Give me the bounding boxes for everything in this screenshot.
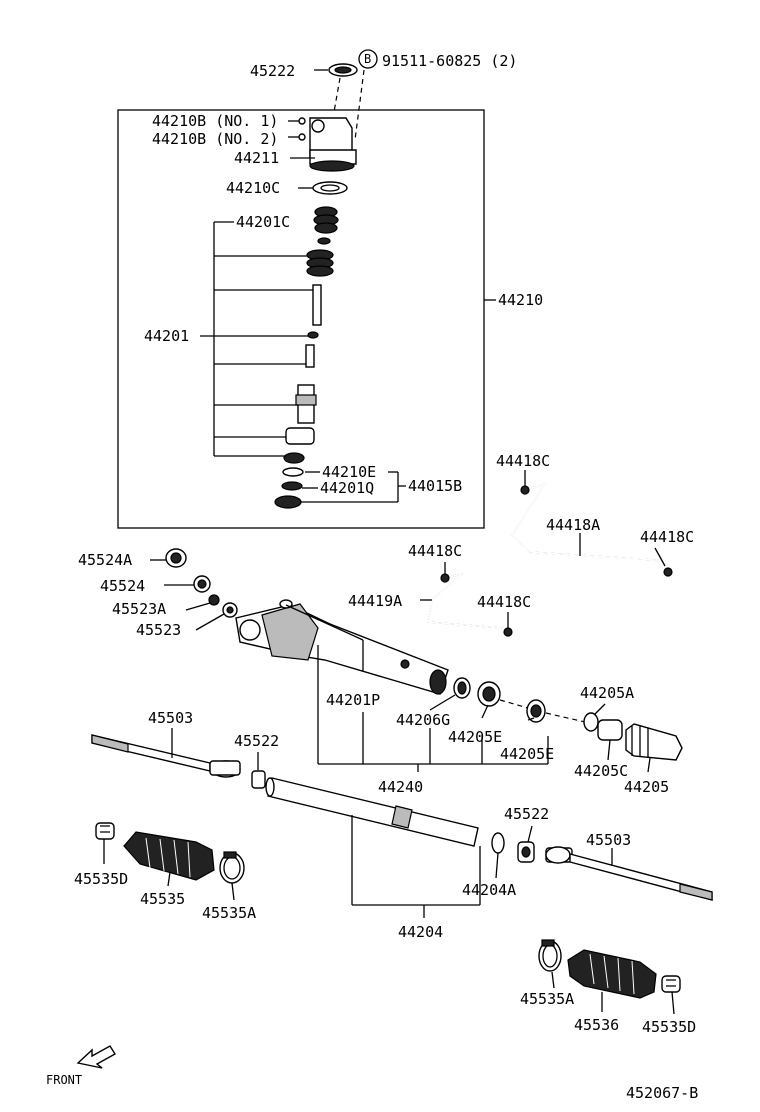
label-45222: 45222: [250, 62, 295, 80]
part-44204A[interactable]: [491, 832, 505, 854]
label-45524A: 45524A: [78, 551, 132, 569]
label-45524: 45524: [100, 577, 145, 595]
label-44418A: 44418A: [546, 516, 600, 534]
part-45535-left-boot[interactable]: [123, 831, 215, 881]
part-45503-left-tie-rod[interactable]: [91, 734, 241, 778]
label-44205E-a: 44205E: [448, 728, 502, 746]
label-front: FRONT: [46, 1073, 82, 1087]
label-bolt-circle: B: [364, 52, 371, 66]
label-44015B: 44015B: [408, 477, 462, 495]
label-44205A: 44205A: [580, 684, 634, 702]
label-44205E-b: 44205E: [500, 745, 554, 763]
label-44418C-low: 44418C: [477, 593, 531, 611]
part-44204-rack[interactable]: [265, 777, 479, 847]
label-45535A-right: 45535A: [520, 990, 574, 1008]
label-44240: 44240: [378, 778, 423, 796]
front-arrow-icon: [76, 1045, 116, 1069]
label-45522-left: 45522: [234, 732, 279, 750]
part-45522-left[interactable]: [251, 770, 266, 789]
label-45535: 45535: [140, 890, 185, 908]
part-44205C[interactable]: [597, 719, 623, 741]
label-45523: 45523: [136, 621, 181, 639]
part-44419A-tube[interactable]: [427, 573, 509, 635]
label-45535A-left: 45535A: [202, 904, 256, 922]
label-44210B-no2: 44210B (NO. 2): [152, 130, 278, 148]
label-44201C: 44201C: [236, 213, 290, 231]
part-44201C[interactable]: [313, 206, 339, 234]
part-44201-shaft[interactable]: [295, 284, 322, 424]
part-44210C[interactable]: [312, 181, 348, 195]
part-44205A[interactable]: [583, 712, 599, 732]
part-44201P-rack-housing[interactable]: [235, 603, 449, 695]
part-45535D-left-clamp[interactable]: [95, 822, 115, 840]
label-45536: 45536: [574, 1016, 619, 1034]
label-bolt: 91511-60825 (2): [382, 52, 517, 70]
bolt-b-marker: [358, 49, 378, 69]
label-44210C: 44210C: [226, 179, 280, 197]
label-44211: 44211: [234, 149, 279, 167]
label-45522-right: 45522: [504, 805, 549, 823]
label-44206G: 44206G: [396, 711, 450, 729]
label-44419A: 44419A: [348, 592, 402, 610]
part-44015B-seal[interactable]: [274, 495, 302, 509]
label-44210: 44210: [498, 291, 543, 309]
label-44418C-mid: 44418C: [408, 542, 462, 560]
part-45535A-right-band[interactable]: [538, 939, 562, 972]
part-44201-spring[interactable]: [306, 249, 334, 277]
part-44418A-tube[interactable]: [510, 482, 669, 571]
label-45535D-right: 45535D: [642, 1018, 696, 1036]
part-45536-right-boot[interactable]: [567, 949, 657, 999]
part-45523A[interactable]: [208, 594, 220, 606]
part-44201-bushing[interactable]: [285, 427, 315, 445]
label-45503-left: 45503: [148, 709, 193, 727]
part-45535D-right-clamp[interactable]: [661, 975, 681, 993]
part-44205-end-cap[interactable]: [625, 723, 683, 761]
label-44210E: 44210E: [322, 463, 376, 481]
label-44201P: 44201P: [326, 691, 380, 709]
part-44211-housing[interactable]: [309, 117, 357, 172]
label-44210B-no1: 44210B (NO. 1): [152, 112, 278, 130]
part-45535A-left-band[interactable]: [219, 851, 245, 884]
label-44201Q: 44201Q: [320, 479, 374, 497]
label-44204A: 44204A: [462, 881, 516, 899]
label-44205C: 44205C: [574, 762, 628, 780]
part-45503-right-tie-rod[interactable]: [545, 846, 713, 901]
label-44418C-top: 44418C: [496, 452, 550, 470]
label-44201: 44201: [144, 327, 189, 345]
label-45503-right: 45503: [586, 831, 631, 849]
label-44204: 44204: [398, 923, 443, 941]
label-44205: 44205: [624, 778, 669, 796]
label-45535D-left: 45535D: [74, 870, 128, 888]
label-44418C-right: 44418C: [640, 528, 694, 546]
label-45523A: 45523A: [112, 600, 166, 618]
valve-assembly-frame: [117, 109, 485, 529]
diagram-code: 452067-B: [626, 1084, 698, 1102]
